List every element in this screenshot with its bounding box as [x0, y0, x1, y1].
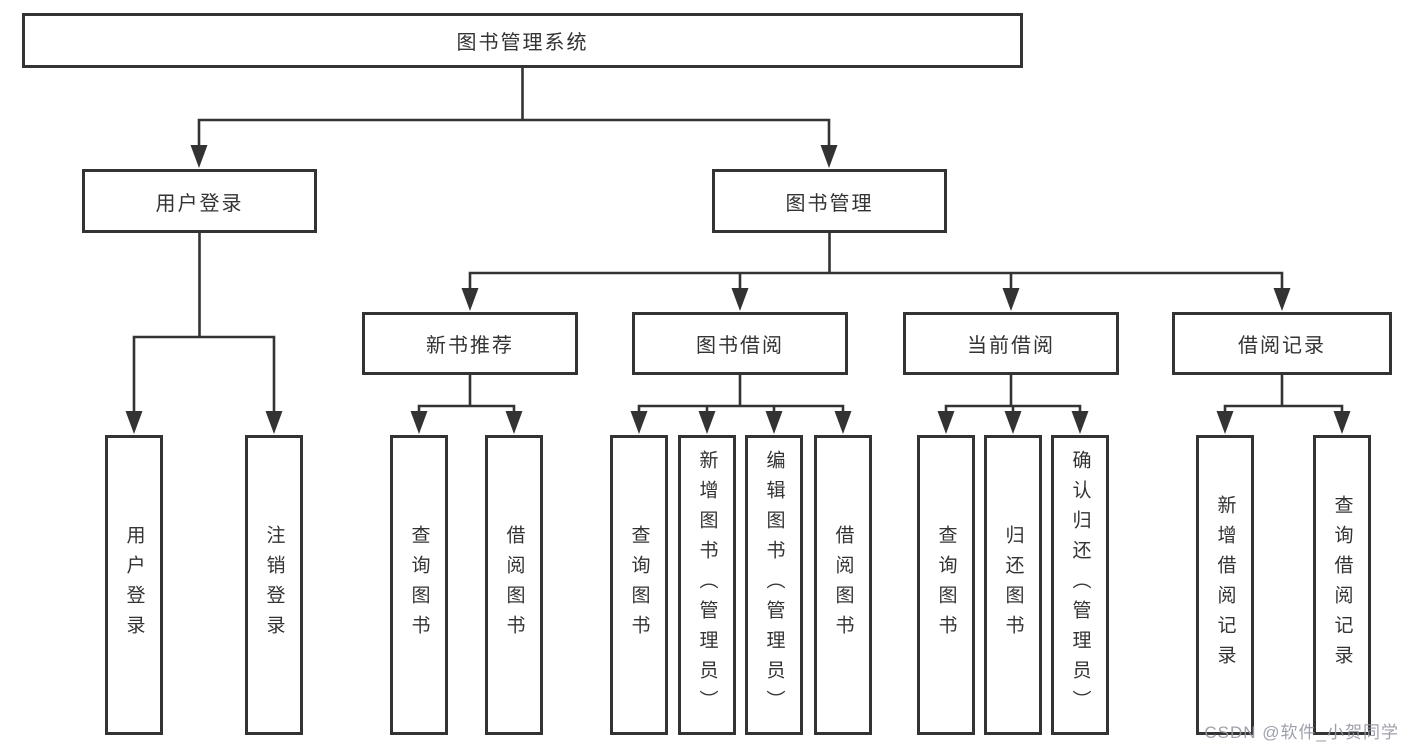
leaf-label: 确认归还（管理员）: [1069, 450, 1091, 720]
leaf-query-books-recommend: 查询图书: [390, 435, 448, 735]
csdn-watermark: CSDN @软件_小贺同学: [1204, 723, 1399, 742]
leaf-query-books-current: 查询图书: [917, 435, 975, 735]
leaf-label: 查询借阅记录: [1331, 495, 1353, 675]
leaf-label: 借阅图书: [503, 525, 525, 645]
node-label: 图书管理: [785, 192, 874, 215]
node-library-system: 图书管理系统: [22, 13, 1023, 68]
leaf-label: 编辑图书（管理员）: [763, 450, 785, 720]
leaf-query-borrow-record: 查询借阅记录: [1313, 435, 1371, 735]
node-label: 借阅记录: [1238, 335, 1326, 357]
node-label: 新书推荐: [426, 335, 514, 357]
leaf-borrow-books: 借阅图书: [814, 435, 872, 735]
leaf-add-borrow-record: 新增借阅记录: [1196, 435, 1254, 735]
leaf-user-login: 用户登录: [105, 435, 163, 735]
leaf-label: 归还图书: [1002, 525, 1024, 645]
leaf-label: 新增借阅记录: [1214, 495, 1236, 675]
node-label: 当前借阅: [967, 335, 1055, 357]
leaf-label: 借阅图书: [832, 525, 854, 645]
node-book-borrowing: 图书借阅: [632, 312, 848, 375]
node-label: 图书管理系统: [456, 32, 589, 54]
leaf-label: 查询图书: [628, 525, 650, 645]
node-label: 图书借阅: [696, 335, 784, 357]
node-user-login: 用户登录: [82, 169, 317, 233]
node-label: 用户登录: [155, 192, 244, 215]
leaf-label: 用户登录: [123, 525, 145, 645]
leaf-label: 查询图书: [935, 525, 957, 645]
node-borrowing-records: 借阅记录: [1172, 312, 1392, 375]
node-new-book-recommendation: 新书推荐: [362, 312, 578, 375]
leaf-query-books-borrow: 查询图书: [610, 435, 668, 735]
leaf-label: 查询图书: [408, 525, 430, 645]
leaf-confirm-return-admin: 确认归还（管理员）: [1051, 435, 1109, 735]
node-current-borrowing: 当前借阅: [903, 312, 1119, 375]
leaf-edit-books-admin: 编辑图书（管理员）: [745, 435, 803, 735]
leaf-label: 新增图书（管理员）: [696, 450, 718, 720]
leaf-add-books-admin: 新增图书（管理员）: [678, 435, 736, 735]
leaf-return-books: 归还图书: [984, 435, 1042, 735]
leaf-label: 注销登录: [263, 525, 285, 645]
node-book-management: 图书管理: [712, 169, 947, 233]
leaf-borrow-books-recommend: 借阅图书: [485, 435, 543, 735]
leaf-logout: 注销登录: [245, 435, 303, 735]
